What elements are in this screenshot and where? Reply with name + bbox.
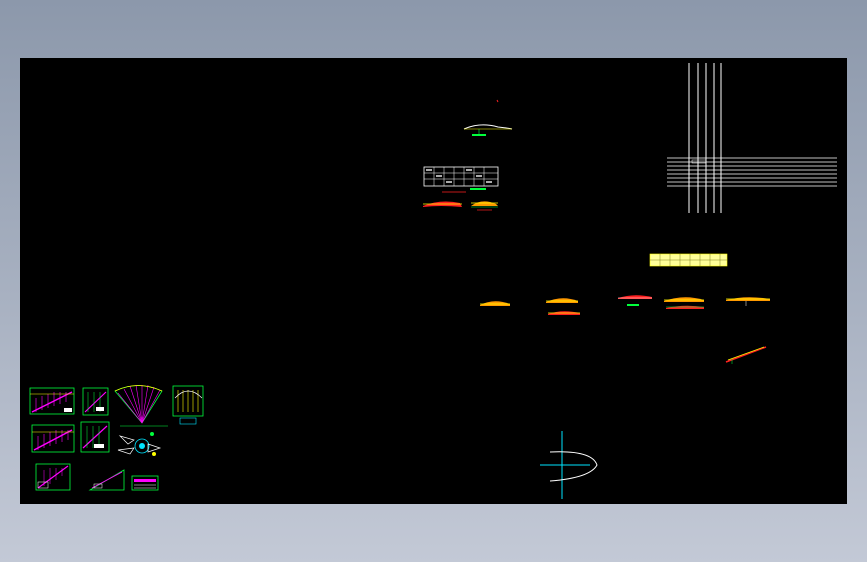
section-sheet-fan[interactable] <box>114 384 168 427</box>
section-sheet-triangle[interactable] <box>88 469 125 491</box>
arch-profile-1[interactable] <box>480 301 510 306</box>
section-sheet-4[interactable] <box>31 424 75 453</box>
table-profile-right[interactable] <box>470 188 498 211</box>
arch-profile-5[interactable] <box>726 297 770 306</box>
table-profile-left[interactable] <box>423 191 466 207</box>
section-sheet-3[interactable] <box>172 385 204 425</box>
cad-drawing <box>29 63 837 499</box>
section-sheet-6[interactable] <box>35 463 71 491</box>
section-sheet-1[interactable] <box>29 387 75 415</box>
section-sheet-5[interactable] <box>80 421 110 453</box>
section-sheet-2[interactable] <box>82 387 109 416</box>
yellow-table-strip[interactable] <box>649 253 728 267</box>
sloped-profile[interactable] <box>725 346 767 364</box>
cad-model-space[interactable] <box>20 58 847 504</box>
ellipse-axes-drawing[interactable] <box>540 431 598 499</box>
top-profile-drawing[interactable] <box>463 99 513 136</box>
arch-profile-2[interactable] <box>546 298 580 315</box>
arch-profile-3[interactable] <box>618 295 652 306</box>
section-sheet-box[interactable] <box>131 475 159 491</box>
section-sheet-plan[interactable] <box>117 432 162 456</box>
table-drawing[interactable] <box>423 166 499 187</box>
arch-profile-4[interactable] <box>664 297 704 309</box>
grid-lines-drawing[interactable] <box>667 63 837 213</box>
